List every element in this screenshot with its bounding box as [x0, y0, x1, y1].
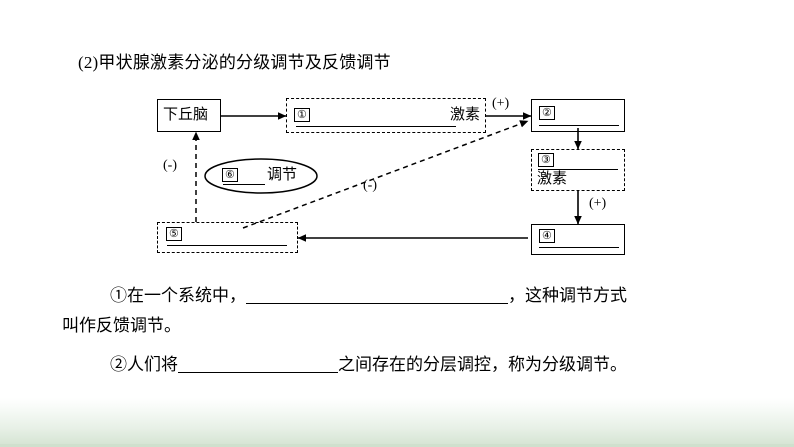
question-1-text-before: ①在一个系统中，	[110, 286, 246, 305]
question-1-text-wrap: 叫作反馈调节。	[62, 316, 181, 335]
bottom-decorative-edge	[0, 444, 794, 447]
regulation-diagram: 下丘脑 ① 激素 ② ③ 激素 ④	[0, 88, 700, 268]
question-1-line-2: 叫作反馈调节。	[62, 313, 181, 339]
node3-blank	[538, 169, 618, 170]
question-1-text-after: ，这种调节方式	[508, 286, 627, 305]
node6-blank	[223, 184, 265, 185]
question-2-blank[interactable]	[178, 355, 338, 373]
diagram-node-5: ⑤	[157, 222, 298, 253]
node3-number-glyph: ③	[538, 153, 554, 167]
node4-blank	[539, 247, 619, 248]
node3-number: ③	[538, 152, 554, 170]
sign-minus-left: (-)	[163, 158, 177, 173]
diagram-node-hypothalamus: 下丘脑	[157, 99, 221, 132]
node6-number-glyph: ⑥	[222, 168, 238, 182]
node2-number-glyph: ②	[539, 106, 555, 120]
node6-number: ⑥	[222, 168, 238, 185]
diagram-node-3: ③ 激素	[531, 149, 625, 191]
node5-blank	[167, 245, 287, 246]
question-1-line-1: ①在一个系统中， ，这种调节方式	[110, 283, 627, 309]
node5-number: ⑤	[166, 226, 182, 244]
question-2-line-1: ②人们将 之间存在的分层调控，称为分级调节。	[110, 352, 627, 378]
diagram-connectors	[192, 112, 582, 242]
node1-number-glyph: ①	[294, 108, 310, 122]
page-title: (2)甲状腺激素分泌的分级调节及反馈调节	[78, 53, 391, 72]
node1-suffix: 激素	[449, 107, 480, 123]
node6-label: 调节	[267, 167, 298, 183]
diagram-node-2: ②	[531, 99, 625, 132]
bottom-decorative-band	[0, 398, 794, 447]
node1-blank	[296, 126, 456, 127]
node2-number: ②	[539, 105, 555, 123]
hypothalamus-label: 下丘脑	[163, 107, 209, 123]
oval-node6	[204, 158, 318, 194]
arrow-node5-to-node2-diagonal	[242, 120, 529, 229]
question-2-text-before: ②人们将	[110, 355, 178, 374]
question-1-blank[interactable]	[246, 286, 508, 304]
diagram-node-4: ④	[531, 224, 625, 255]
sign-minus-diagonal: (-)	[363, 178, 377, 193]
node4-number-glyph: ④	[539, 229, 555, 243]
node2-blank	[539, 125, 619, 126]
node4-number: ④	[539, 228, 555, 246]
question-2-text-after: 之间存在的分层调控，称为分级调节。	[338, 355, 627, 374]
diagram-node-1: ① 激素	[286, 98, 486, 133]
node1-number: ①	[294, 107, 310, 125]
sign-plus-top: (+)	[492, 96, 510, 111]
node5-number-glyph: ⑤	[166, 227, 182, 241]
sign-plus-bottom: (+)	[589, 196, 607, 211]
node3-label: 激素	[537, 171, 568, 187]
